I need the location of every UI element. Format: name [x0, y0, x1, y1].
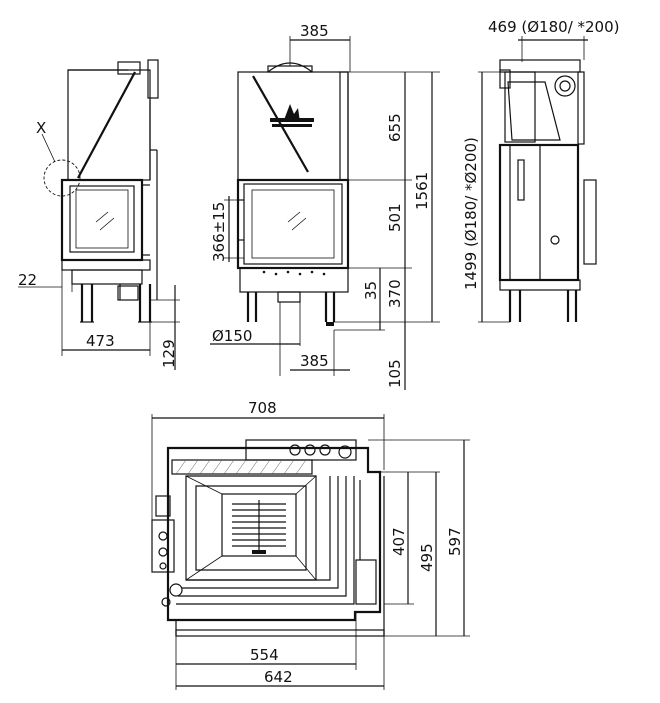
dim-366: 366±15	[210, 202, 228, 262]
dim-655: 655	[386, 113, 404, 142]
dim-flue-diameter: Ø150	[212, 327, 252, 345]
plan-view: 708 554 642 407 495 597	[151, 399, 470, 690]
detail-x-circle	[43, 159, 81, 197]
brand-logo	[270, 104, 314, 127]
dim-469: 469 (Ø180/ *200)	[488, 18, 620, 36]
dim-35: 35	[362, 281, 380, 300]
left-side-view: X 22 473 129	[18, 59, 180, 370]
detail-label: X	[36, 119, 46, 137]
dim-129: 129	[160, 339, 178, 368]
grate-bars	[232, 500, 286, 550]
dim-385-bottom: 385	[300, 352, 329, 370]
dim-501: 501	[386, 203, 404, 232]
dim-1499: 1499 (Ø180/ *Ø200)	[462, 137, 480, 290]
dim-708: 708	[248, 399, 277, 417]
dim-642: 642	[264, 668, 293, 686]
dim-370: 370	[386, 279, 404, 308]
dim-22: 22	[18, 271, 37, 289]
right-side-view: 469 (Ø180/ *200) 1499 (Ø180/ *Ø200)	[462, 18, 620, 323]
dim-105: 105	[386, 359, 404, 388]
dim-597: 597	[446, 527, 464, 556]
dim-407: 407	[390, 527, 408, 556]
dim-473: 473	[86, 332, 115, 350]
dim-385-top: 385	[300, 22, 329, 40]
front-view: 385 655 1561 501 35 370 105 366±15 Ø150 …	[210, 22, 440, 390]
dim-495: 495	[418, 543, 436, 572]
dim-1561: 1561	[413, 172, 431, 210]
dim-554: 554	[250, 646, 279, 664]
rear-wall-hatch	[171, 459, 313, 475]
air-vents	[262, 270, 326, 276]
